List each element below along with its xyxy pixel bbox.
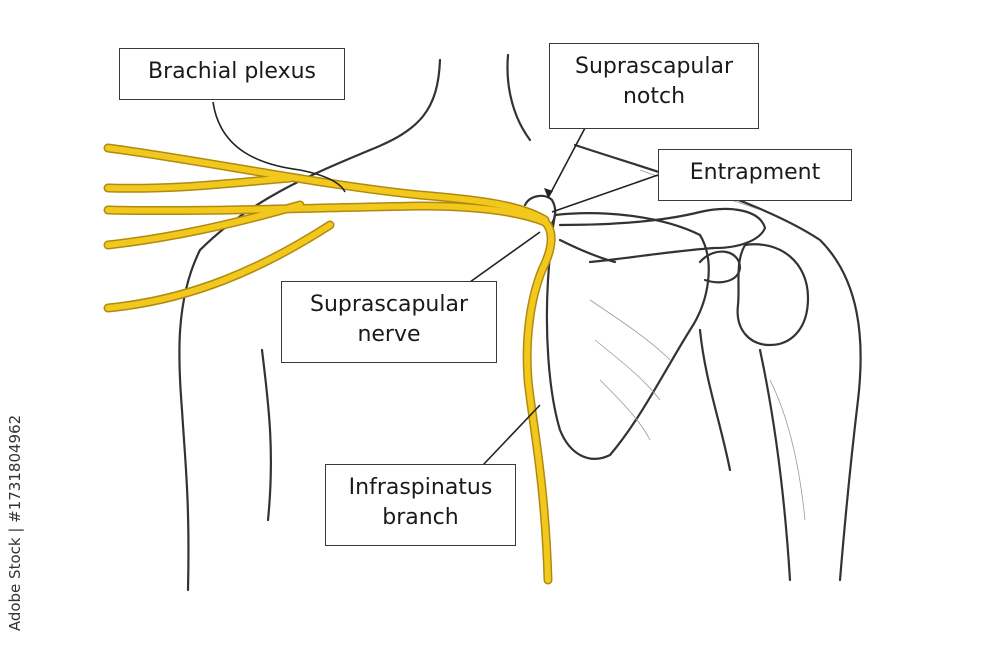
humeral-head <box>736 243 810 347</box>
muscle-shading <box>589 299 671 361</box>
leader-suprascapular-notch <box>547 127 586 199</box>
muscle-shading <box>599 379 651 441</box>
plexus-trunk-3 <box>105 203 548 225</box>
label-suprascapular-nerve-line-2: nerve <box>357 322 421 347</box>
plexus-trunk-4 <box>105 202 303 248</box>
label-suprascapular-notch-line-2: notch <box>622 84 686 109</box>
leader-infraspinatus-branch <box>482 404 541 466</box>
label-infraspinatus-branch-line-1: Infraspinatus <box>348 475 493 500</box>
label-suprascapular-notch-line-1: Suprascapular <box>575 54 733 79</box>
notch-outline <box>523 194 557 230</box>
arrow-head-notch <box>544 188 553 198</box>
neck-outline <box>368 58 442 152</box>
neck-back-outline <box>506 53 532 142</box>
muscle-shading <box>769 379 806 521</box>
supraspinous-fossa <box>558 238 617 264</box>
label-brachial-plexus: Brachial plexus <box>119 48 345 100</box>
scapular-spine <box>558 207 767 264</box>
scapula-body <box>545 212 710 460</box>
leader-suprascapular-nerve <box>469 231 541 283</box>
trapezius-outline <box>198 148 372 252</box>
label-entrapment: Entrapment <box>658 149 852 201</box>
scapula-lateral-border <box>698 328 732 472</box>
label-brachial-plexus-line-1: Brachial plexus <box>147 59 316 84</box>
label-suprascapular-notch: Suprascapular notch <box>549 43 759 129</box>
leader-entrapment <box>551 174 659 213</box>
arm-inner-outline <box>758 348 792 582</box>
label-suprascapular-nerve: Suprascapular nerve <box>281 281 497 363</box>
shoulder-outline <box>573 143 862 402</box>
label-infraspinatus-branch: Infraspinatus branch <box>325 464 516 546</box>
label-infraspinatus-branch-line-2: branch <box>382 505 459 530</box>
plexus-trunk-5 <box>105 222 333 311</box>
torso-left-outline <box>178 248 202 592</box>
muscle-shading <box>594 339 661 401</box>
label-suprascapular-nerve-line-1: Suprascapular <box>310 292 468 317</box>
torso-inner-outline <box>260 348 273 522</box>
plexus-trunk-1 <box>105 145 548 223</box>
arm-outline <box>838 398 860 582</box>
label-entrapment-line-1: Entrapment <box>689 160 821 185</box>
plexus-trunk-2 <box>105 175 293 192</box>
coracoid-process <box>698 250 742 284</box>
leader-brachial-plexus <box>212 101 346 193</box>
suprascapular-nerve <box>524 219 555 583</box>
stock-watermark-text: Adobe Stock | #1731804962 <box>6 414 25 632</box>
stock-watermark: Adobe Stock | #1731804962 <box>2 392 28 654</box>
